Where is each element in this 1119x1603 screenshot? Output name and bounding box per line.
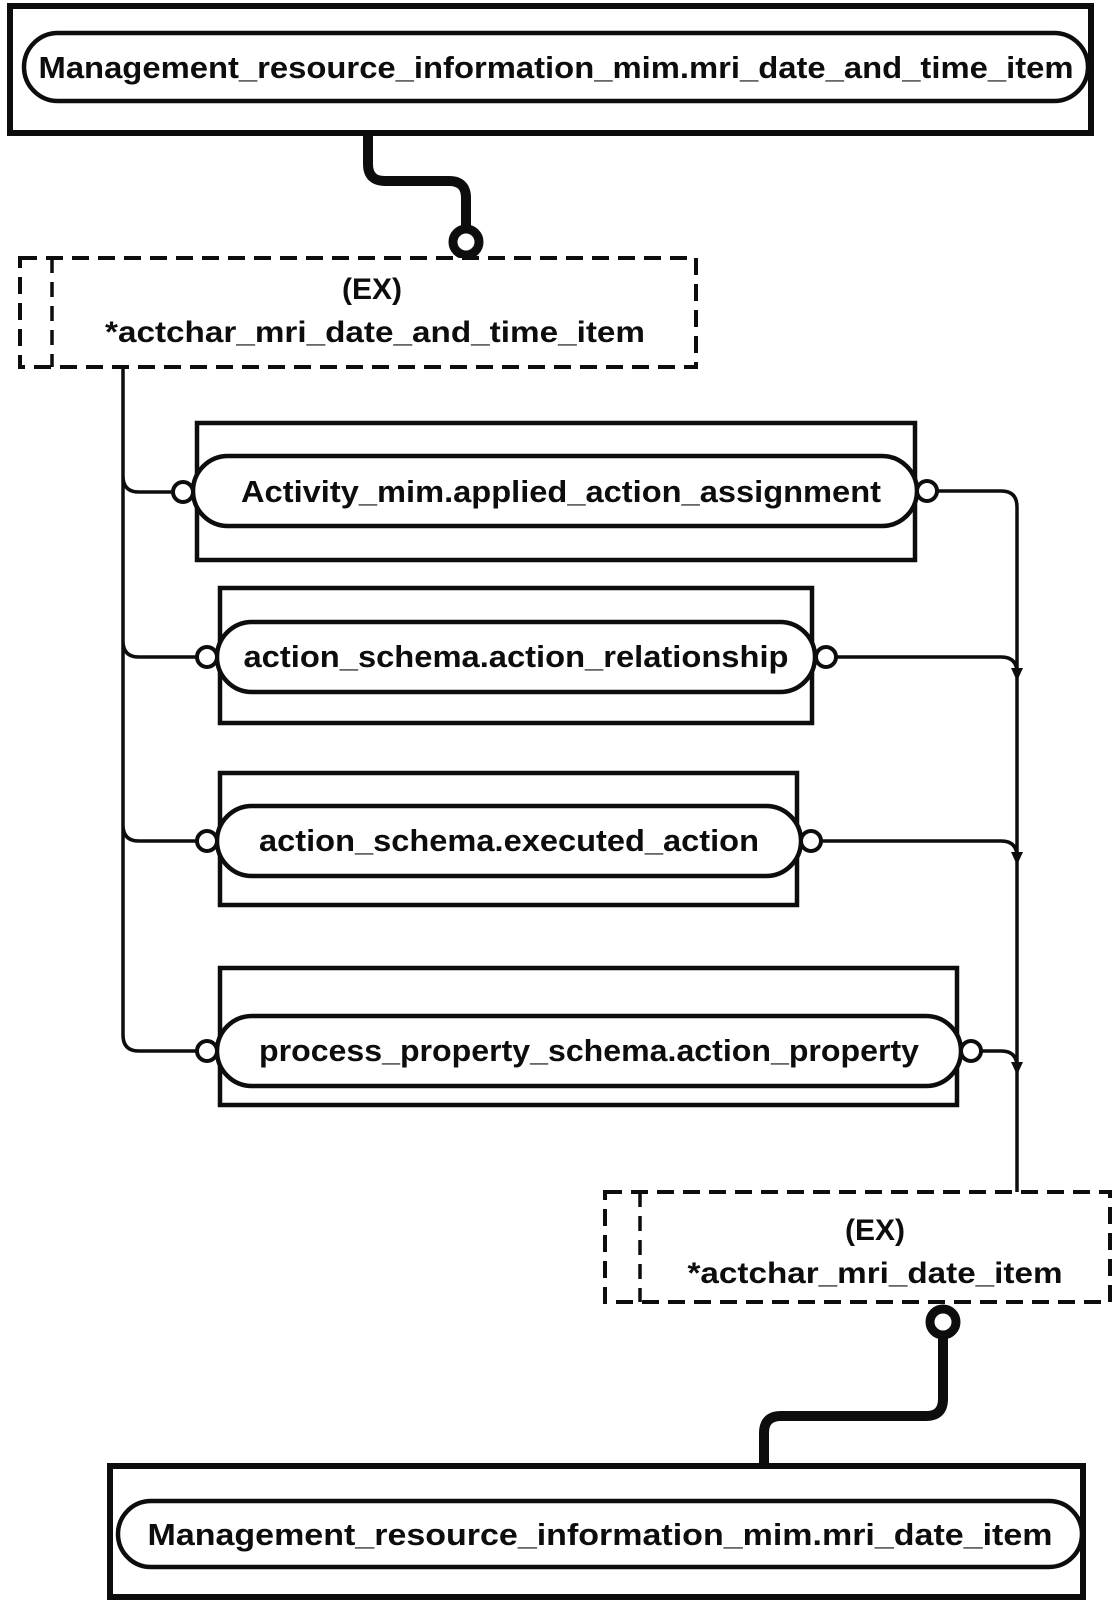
- merge-arrow-icon: [1011, 1062, 1023, 1075]
- entity-row: process_property_schema.action_property: [195, 965, 983, 1108]
- top-entity-stadium: [21, 30, 1091, 104]
- merge-arrow-icon: [1011, 852, 1023, 865]
- entity-label: action_schema.action_relationship: [244, 639, 789, 674]
- port-circle-right-icon: [959, 1039, 983, 1063]
- bottom-select-tag: (EX): [845, 1214, 905, 1247]
- left-rail: [121, 367, 196, 1053]
- port-circle-left-icon: [195, 645, 219, 669]
- right-rail: [821, 489, 1019, 1192]
- entity-label: Activity_mim.applied_action_assignment: [241, 474, 881, 509]
- top-entity-node: Management_resource_information_mim.mri_…: [7, 3, 1094, 136]
- merge-arrow-icon: [1011, 668, 1023, 681]
- entity-row: Activity_mim.applied_action_assignment: [171, 420, 939, 563]
- bottom-entity-stadium: [115, 1498, 1085, 1570]
- ring-terminal-top-icon: [448, 224, 484, 260]
- port-circle-left-icon: [195, 1039, 219, 1063]
- bottom-select-box: (EX) *actchar_mri_date_item: [603, 1190, 1112, 1304]
- top-select-dashed-rect: [18, 256, 698, 369]
- bottom-entity-node: Management_resource_information_mim.mri_…: [107, 1463, 1086, 1600]
- bottom-select-name: *actchar_mri_date_item: [688, 1257, 1063, 1290]
- port-circle-right-icon: [799, 829, 823, 853]
- entity-label: process_property_schema.action_property: [259, 1033, 920, 1068]
- top-select-box: (EX) *actchar_mri_date_and_time_item: [18, 256, 698, 369]
- port-circle-right-icon: [814, 645, 838, 669]
- port-circle-right-icon: [915, 479, 939, 503]
- port-circle-left-icon: [195, 829, 219, 853]
- entity-row: action_schema.action_relationship: [195, 585, 838, 726]
- ring-terminal-bottom-icon: [925, 1304, 961, 1340]
- port-circle-left-icon: [171, 480, 195, 504]
- bottom-entity-label: Management_resource_information_mim.mri_…: [148, 1517, 1053, 1552]
- bottom-select-dashed-rect: [603, 1190, 1112, 1304]
- thick-connector-bottom: [759, 1337, 948, 1466]
- entity-row: action_schema.executed_action: [195, 770, 823, 908]
- top-entity-label: Management_resource_information_mim.mri_…: [39, 50, 1074, 85]
- entity-label: action_schema.executed_action: [259, 823, 759, 858]
- thick-connector-top: [363, 136, 471, 227]
- top-select-tag: (EX): [342, 273, 402, 306]
- top-select-name: *actchar_mri_date_and_time_item: [105, 316, 645, 349]
